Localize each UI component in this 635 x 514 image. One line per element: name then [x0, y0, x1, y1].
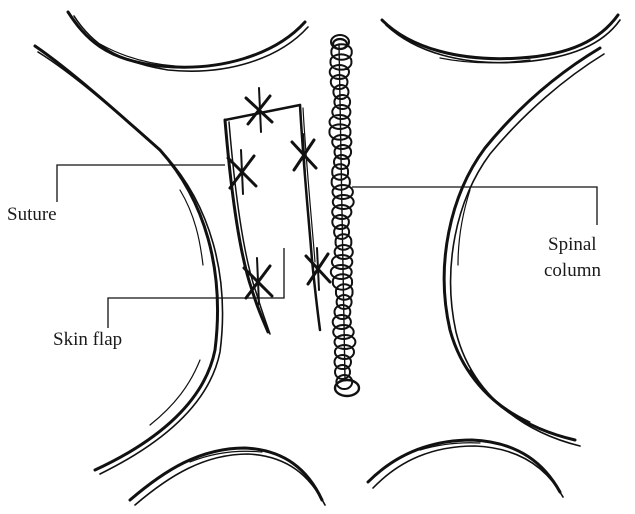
suture-stitch: [306, 248, 330, 290]
body-outline: [35, 12, 620, 505]
outline-top-left-arc: [68, 12, 308, 71]
skin-flap: [225, 105, 320, 334]
suture-leader-line: [57, 165, 225, 202]
spinal-column-label-line1: Spinal: [548, 234, 597, 255]
skin-flap-label: Skin flap: [53, 329, 122, 350]
spinal-column-label-line2: column: [544, 260, 601, 281]
suture-stitch: [292, 134, 316, 176]
spinal-column: [329, 35, 359, 396]
outline-bottom-left-arc: [130, 448, 325, 505]
leader-lines: [57, 165, 597, 328]
outline-top-right-arc: [382, 15, 620, 63]
suture-label: Suture: [7, 204, 57, 225]
suture-stitch: [246, 88, 272, 132]
outline-left-side: [35, 46, 223, 474]
spinal-column-leader-line: [352, 187, 597, 225]
outline-bottom-right-arc: [368, 440, 563, 497]
suture-stitches: [228, 88, 330, 304]
